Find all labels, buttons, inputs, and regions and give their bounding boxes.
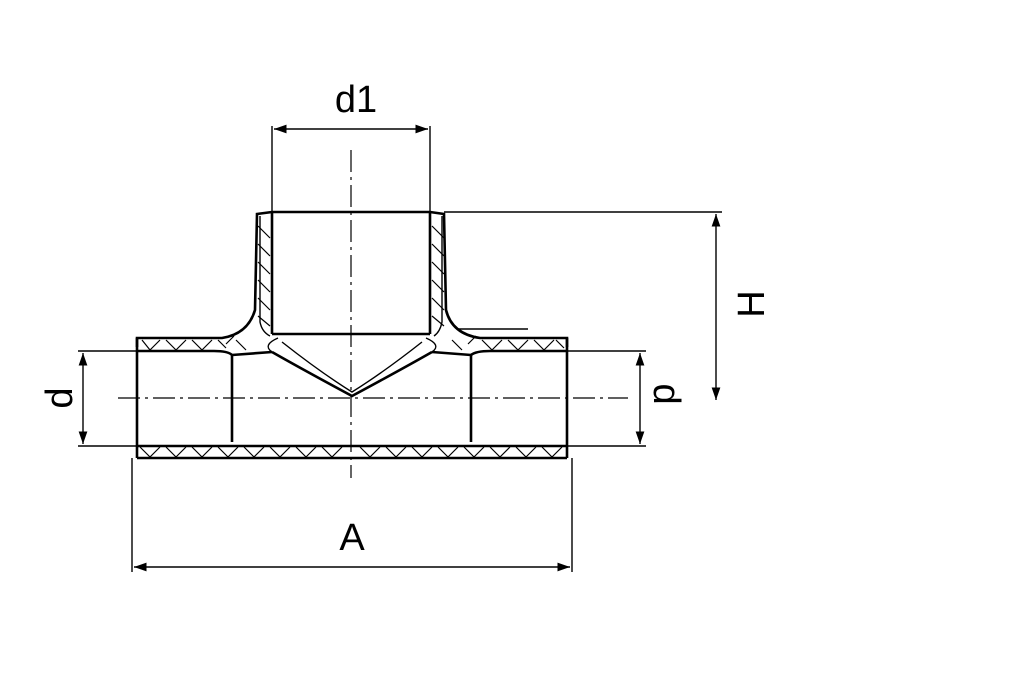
dimension-d-right: d xyxy=(567,350,687,447)
label-d1: d1 xyxy=(335,79,377,121)
dimension-d-left: d xyxy=(39,350,137,447)
label-H: H xyxy=(731,290,773,317)
label-A: A xyxy=(339,517,365,559)
tee-body-outline xyxy=(135,210,569,460)
label-d-right: d xyxy=(645,383,687,404)
label-d-left: d xyxy=(39,387,81,408)
center-lines xyxy=(118,150,628,478)
dimension-A: A xyxy=(131,458,573,572)
dimension-d1: d1 xyxy=(271,79,431,212)
branch-socket xyxy=(259,210,722,337)
dimension-H: H xyxy=(711,214,773,400)
section-hatching xyxy=(139,225,565,458)
intersection-curve xyxy=(267,337,437,398)
